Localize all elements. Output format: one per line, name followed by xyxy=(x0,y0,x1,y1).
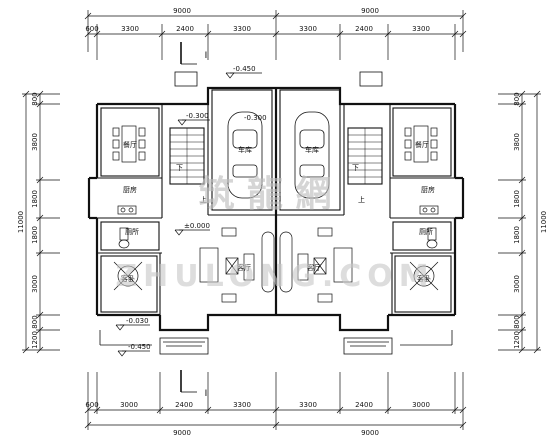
section-label-bottom: I xyxy=(205,389,208,399)
dim-top-right-3: 3300 xyxy=(412,25,430,33)
room-garage-right: 车库 xyxy=(305,145,319,154)
guest-room-icons xyxy=(113,261,439,291)
room-wc-left: 厕所 xyxy=(125,227,139,236)
room-garage-left: 车库 xyxy=(238,145,252,154)
room-kitchen-right: 厨房 xyxy=(421,185,435,194)
exterior-walls xyxy=(87,86,465,332)
dim-left-1: 800 xyxy=(31,92,39,105)
dim-left-7: 1200 xyxy=(31,331,39,349)
room-guest-left: 客卧 xyxy=(121,274,135,283)
dim-top-600: 600 xyxy=(85,25,98,33)
level-markers xyxy=(115,72,262,357)
left-dimension-lines xyxy=(22,90,60,354)
dim-bottom-600: 600 xyxy=(85,401,98,409)
dim-top-left-3: 3300 xyxy=(233,25,251,33)
right-dimension-lines xyxy=(498,90,541,354)
stair-up-left: 上 xyxy=(200,195,207,204)
fixture-icons xyxy=(117,205,439,249)
dim-side-total-right: 11000 xyxy=(540,211,548,233)
room-kitchen-left: 厨房 xyxy=(123,185,137,194)
section-label-top: I xyxy=(205,51,208,61)
dim-right-6: 800 xyxy=(513,315,521,328)
dim-left-2: 3800 xyxy=(31,133,39,151)
dim-top-left-1: 3300 xyxy=(121,25,139,33)
dim-left-6: 800 xyxy=(31,315,39,328)
level-garage-right: -0.300 xyxy=(244,114,267,122)
level-hall: ±0.000 xyxy=(184,222,210,230)
dim-right-3: 1800 xyxy=(513,190,521,208)
dim-left-5: 3000 xyxy=(31,275,39,293)
dim-right-5: 3000 xyxy=(513,275,521,293)
car-icons xyxy=(227,111,330,199)
stair-down-left: 下 xyxy=(176,164,183,172)
dim-bottom-total-left: 9000 xyxy=(173,429,191,437)
watermark-chinese: 筑 龍 網 xyxy=(198,174,331,215)
dim-right-7: 1200 xyxy=(513,331,521,349)
dim-bottom-right-2: 2400 xyxy=(355,401,373,409)
dim-bottom-left-3: 3300 xyxy=(233,401,251,409)
level-top-step: -0.450 xyxy=(233,65,256,73)
dim-right-4: 1800 xyxy=(513,226,521,244)
dim-bottom-right-3: 3000 xyxy=(412,401,430,409)
dim-top-left-2: 2400 xyxy=(176,25,194,33)
entry-steps xyxy=(99,71,453,355)
level-bottom-step: -0.450 xyxy=(128,343,151,351)
level-front: -0.030 xyxy=(126,317,149,325)
dining-table-icons xyxy=(112,125,438,163)
dim-top-right-2: 2400 xyxy=(355,25,373,33)
dim-bottom-right-1: 3300 xyxy=(299,401,317,409)
room-dining-right: 餐厅 xyxy=(415,140,429,149)
dim-bottom-left-2: 2400 xyxy=(175,401,193,409)
watermark-latin: ZHULONG.COM xyxy=(115,259,434,294)
living-furniture-icons xyxy=(199,227,353,303)
room-living-right: 客厅 xyxy=(307,263,321,272)
bottom-dimension-lines xyxy=(84,372,467,430)
dim-top-total-right: 9000 xyxy=(361,7,379,15)
dim-bottom-total-right: 9000 xyxy=(361,429,379,437)
stair-up-right: 上 xyxy=(358,195,365,204)
room-dining-left: 餐厅 xyxy=(123,140,137,149)
level-garage-left: -0.300 xyxy=(186,112,209,120)
dim-left-4: 1800 xyxy=(31,226,39,244)
top-dimension-lines xyxy=(84,10,467,60)
stair-treads xyxy=(170,128,382,184)
dim-left-3: 1800 xyxy=(31,190,39,208)
dim-side-total-left: 11000 xyxy=(17,211,25,233)
dim-top-right-1: 3300 xyxy=(299,25,317,33)
dim-top-total-left: 9000 xyxy=(173,7,191,15)
dim-right-1: 800 xyxy=(513,92,521,105)
dim-bottom-left-1: 3000 xyxy=(120,401,138,409)
stair-down-right: 下 xyxy=(352,164,359,172)
room-guest-right: 客卧 xyxy=(417,274,431,283)
room-living-left: 客厅 xyxy=(237,263,251,272)
dim-right-2: 3800 xyxy=(513,133,521,151)
section-arrows xyxy=(181,63,197,393)
room-wc-right: 厕所 xyxy=(419,227,433,236)
